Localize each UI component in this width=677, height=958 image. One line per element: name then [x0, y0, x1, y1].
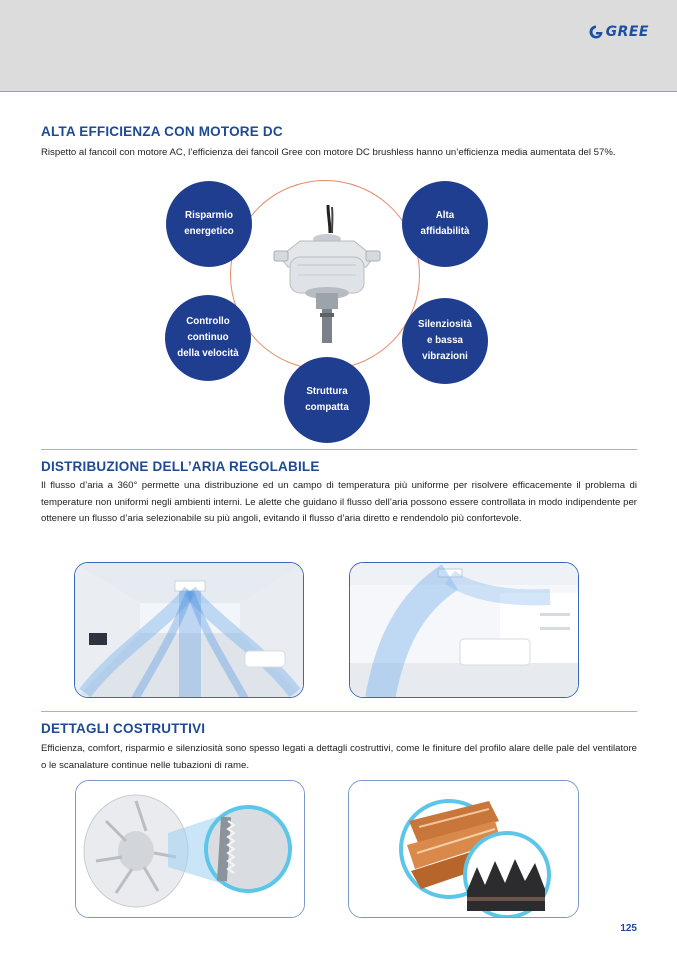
section-text-efficiency: Rispetto al fancoil con motore AC, l’eff…	[41, 147, 616, 158]
section-title-air-distribution: DISTRIBUZIONE DELL’ARIA REGOLABILE	[41, 459, 320, 474]
section-title-construction: DETTAGLI COSTRUTTIVI	[41, 721, 206, 736]
section-text-air-distribution: Il flusso d’aria a 360° permette una dis…	[41, 480, 637, 524]
brand-name: GREE	[605, 24, 649, 40]
section-title-efficiency: ALTA EFFICIENZA CON MOTORE DC	[41, 124, 283, 139]
section-text-construction: Efficienza, comfort, risparmio e silenzi…	[41, 743, 637, 771]
gree-logo-icon	[589, 25, 603, 39]
room-airflow-photo-1	[74, 562, 304, 698]
brand-logo: GREE	[588, 24, 649, 40]
room-airflow-photo-2	[349, 562, 579, 698]
section-divider	[41, 449, 637, 450]
page-number: 125	[620, 923, 637, 934]
dc-motor-image	[273, 205, 381, 343]
fan-blade-detail-image	[75, 780, 305, 918]
page-header: GREE	[0, 0, 677, 92]
section-divider	[41, 711, 637, 712]
copper-pipe-detail-image	[348, 780, 579, 918]
